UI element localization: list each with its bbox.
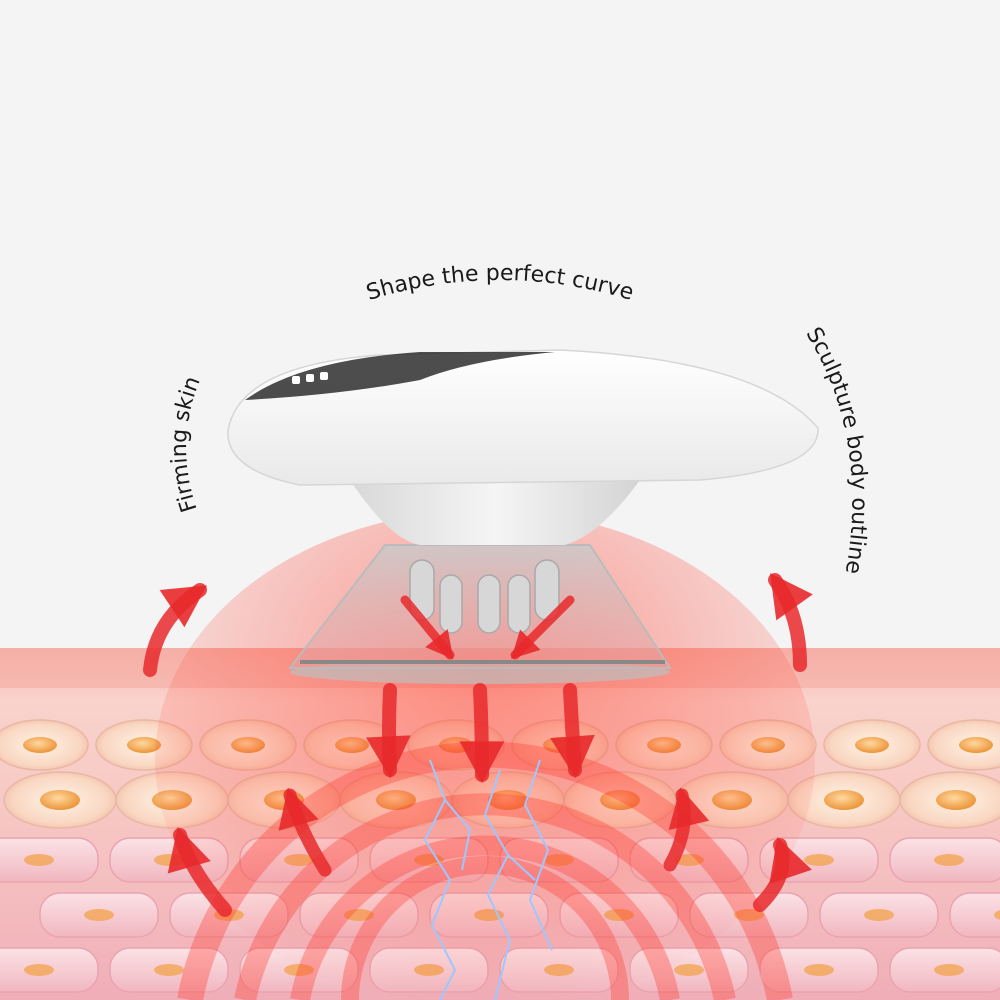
fiber-nucleus bbox=[864, 909, 894, 921]
fiber-nucleus bbox=[24, 854, 54, 866]
fiber-nucleus bbox=[934, 854, 964, 866]
fiber-nucleus bbox=[24, 964, 54, 976]
massage-rollers bbox=[409, 559, 560, 634]
arrow-head bbox=[769, 837, 812, 884]
arrow-head bbox=[770, 573, 813, 621]
fiber-nucleus bbox=[994, 910, 1000, 920]
cell-nucleus bbox=[127, 737, 161, 753]
cell-nucleus bbox=[824, 790, 864, 810]
arrow-head bbox=[159, 585, 207, 628]
arrow-head bbox=[511, 629, 541, 659]
cell-nucleus bbox=[23, 737, 57, 753]
arrow-head bbox=[167, 826, 211, 874]
fiber-nucleus bbox=[804, 854, 834, 866]
fiber-nucleus bbox=[674, 964, 704, 976]
fiber-nucleus bbox=[934, 964, 964, 976]
cell-nucleus bbox=[40, 790, 80, 810]
massager-device bbox=[227, 349, 819, 684]
cell-nucleus bbox=[959, 737, 993, 753]
device-display bbox=[245, 352, 555, 400]
arrow-head bbox=[365, 735, 411, 779]
arrow-head bbox=[668, 787, 710, 831]
arrow-head bbox=[550, 734, 595, 779]
fiber-nucleus bbox=[804, 964, 834, 976]
label-top: Shape the perfect curve bbox=[364, 261, 637, 306]
device-neck bbox=[350, 480, 640, 545]
label-right: Sculpture body outline bbox=[801, 323, 872, 576]
energy-arrows bbox=[143, 573, 813, 917]
fiber-nucleus bbox=[154, 964, 184, 976]
lightning-bolts bbox=[423, 759, 553, 1000]
arrow-head bbox=[425, 629, 454, 660]
cell-nucleus bbox=[855, 737, 889, 753]
cell-nucleus bbox=[936, 790, 976, 810]
arrow-head bbox=[459, 741, 505, 784]
label-left: Firming skin bbox=[167, 373, 206, 515]
arrow-head bbox=[278, 787, 319, 831]
tissue-fiber bbox=[949, 892, 1000, 938]
fiber-nucleus bbox=[84, 909, 114, 921]
display-indicators bbox=[292, 372, 328, 384]
